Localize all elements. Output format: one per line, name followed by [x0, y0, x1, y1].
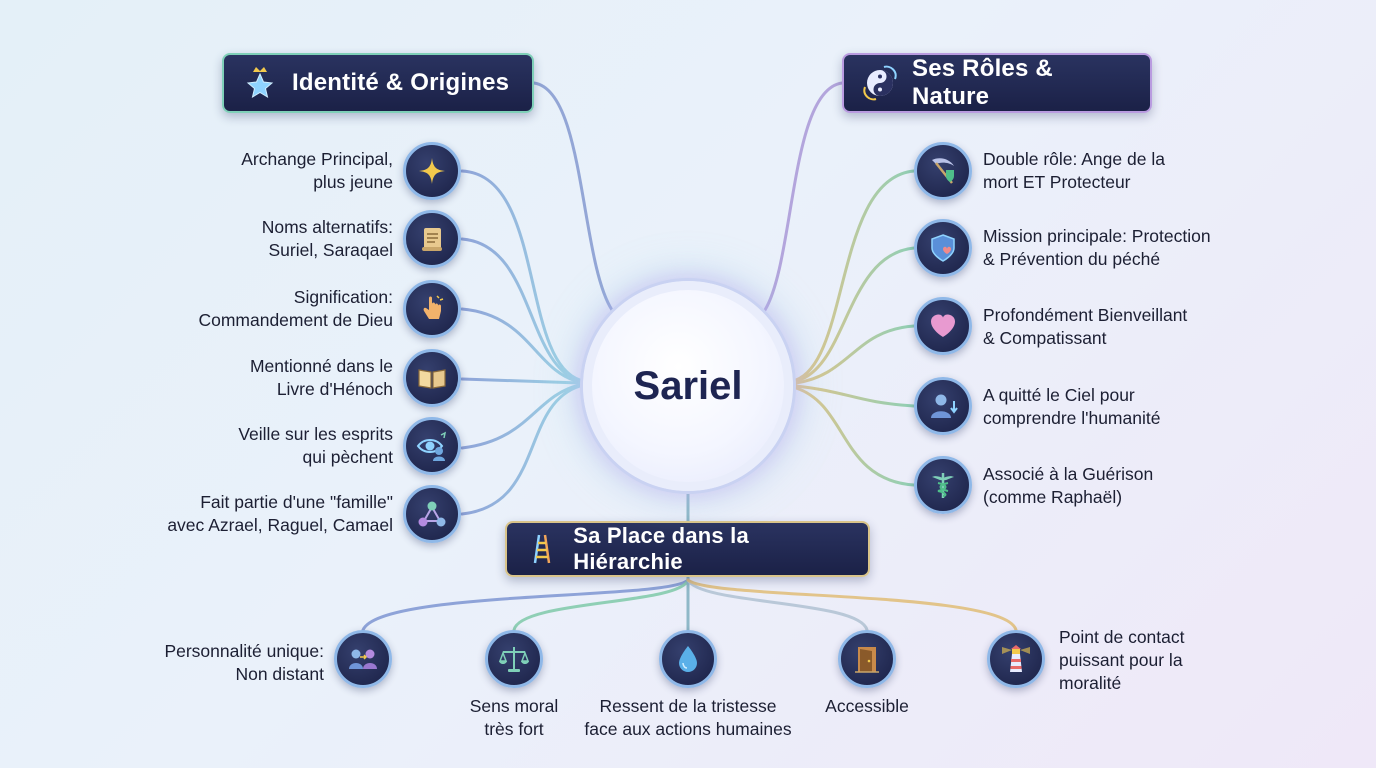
center-title: Sariel [633, 363, 743, 408]
hierarchy-section-title: Sa Place dans la Hiérarchie [573, 523, 749, 574]
pointing-hand-icon [403, 280, 461, 338]
scythe-shield-icon [914, 142, 972, 200]
tear-drop-icon [659, 630, 717, 688]
link-identity-1 [460, 169, 582, 382]
link-hierarchy-5 [686, 578, 1018, 632]
identity-section-header: Identité & Origines [222, 53, 534, 113]
link-identity-header [532, 81, 614, 312]
roles-item-3-label: Profondément Bienveillant& Compatissant [983, 305, 1188, 348]
lighthouse-icon [987, 630, 1045, 688]
roles-item-2-label: Mission principale: Protection& Préventi… [983, 226, 1211, 269]
link-roles-3 [794, 324, 916, 385]
open-door-icon [838, 630, 896, 688]
two-people-icon [334, 630, 392, 688]
identity-item-1-label: Archange Principal,plus jeune [241, 149, 393, 192]
identity-item-2-label: Noms alternatifs:Suriel, Saraqael [261, 217, 393, 260]
link-identity-4 [460, 377, 582, 385]
link-identity-3 [460, 307, 582, 384]
yin-yang-icon [860, 63, 900, 103]
heart-icon [914, 297, 972, 355]
network-icon [403, 485, 461, 543]
link-roles-2 [794, 246, 916, 383]
link-identity-2 [460, 237, 582, 383]
link-roles-4 [794, 384, 916, 408]
link-roles-header [763, 81, 844, 312]
descending-person-icon [914, 377, 972, 435]
hierarchy-item-1-label: Personnalité unique:Non distant [164, 641, 324, 684]
caduceus-icon [914, 456, 972, 514]
scroll-icon [403, 210, 461, 268]
link-identity-5 [460, 383, 582, 450]
link-roles-5 [794, 386, 916, 487]
identity-item-6-label: Fait partie d'une "famille"avec Azrael, … [167, 492, 393, 535]
roles-section-title: Ses Rôles & Nature [912, 55, 1053, 110]
roles-item-5-label: Associé à la Guérison(comme Raphaël) [983, 464, 1154, 507]
link-hierarchy-2 [512, 578, 690, 632]
center-node: Sariel [583, 281, 793, 491]
shield-heart-icon [914, 219, 972, 277]
hierarchy-section-header: Sa Place dans la Hiérarchie [505, 521, 870, 577]
link-roles-1 [794, 169, 916, 382]
identity-section-title: Identité & Origines [292, 69, 510, 96]
link-hierarchy-1 [361, 578, 690, 632]
ladder-icon [523, 529, 561, 569]
watching-eye-icon [403, 417, 461, 475]
scales-icon [485, 630, 543, 688]
link-identity-6 [460, 384, 582, 516]
roles-section-header: Ses Rôles & Nature [842, 53, 1152, 113]
sparkle-icon [403, 142, 461, 200]
open-book-icon [403, 349, 461, 407]
hierarchy-item-4-label: Accessible [825, 696, 909, 716]
link-hierarchy-4 [686, 578, 869, 632]
identity-item-3-label: Signification:Commandement de Dieu [198, 287, 393, 330]
star-crown-icon [240, 63, 280, 103]
